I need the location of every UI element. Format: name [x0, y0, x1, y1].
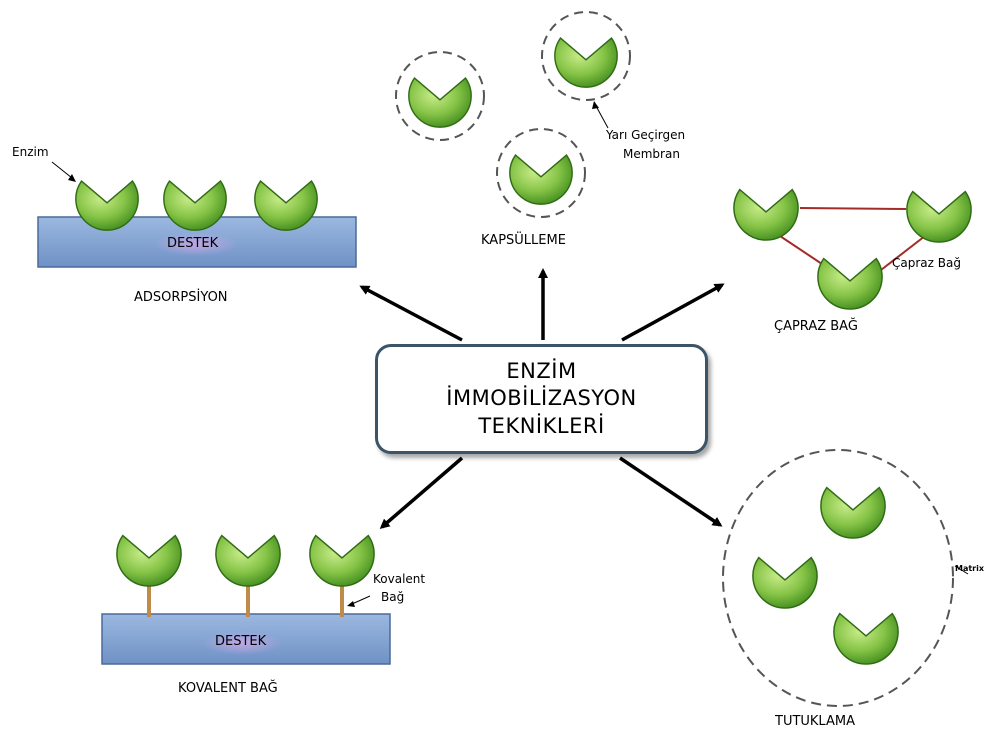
membrane-pointer-head	[592, 101, 599, 109]
crosslink-title: ÇAPRAZ BAĞ	[774, 319, 858, 334]
crosslink-bond-3	[880, 235, 926, 271]
enzyme-pointer-line	[51, 161, 73, 179]
covalent-enzyme-1	[116, 534, 182, 587]
entrapment-enzyme-3	[833, 612, 899, 665]
enzyme-label: Enzim	[12, 145, 49, 159]
encapsulation-title: KAPSÜLLEME	[481, 233, 566, 248]
enzyme-pointer-head	[68, 174, 76, 182]
arrow-to-adsorption	[359, 285, 463, 342]
entrapment-title: TUTUKLAMA	[775, 714, 855, 729]
arrow-to-entrapment	[619, 456, 723, 527]
capsule-enzyme-3	[509, 154, 573, 205]
capsule-enzyme-2	[554, 37, 618, 88]
crosslink-enzyme-2	[906, 190, 972, 243]
entrapment-enzyme-1	[820, 486, 886, 539]
covalent-support-glow	[202, 631, 282, 655]
arrows	[359, 268, 725, 529]
entrapment-group	[722, 449, 969, 707]
adsorption-support-glow	[154, 232, 238, 256]
membrane-pointer-line	[595, 105, 609, 129]
adsorption-support-label: DESTEK	[167, 236, 219, 251]
capsule-enzyme-1	[408, 77, 472, 128]
crosslink-enzyme-3	[817, 257, 883, 310]
membrane-label-line-2: Membran	[623, 147, 680, 161]
covalent-title: KOVALENT BAĞ	[178, 681, 278, 696]
capsule-membrane-3	[496, 128, 586, 218]
capsule-membrane-1	[395, 51, 485, 141]
adsorption-title: ADSORPSİYON	[134, 290, 228, 305]
covalent-bond-label-line-1: Kovalent	[373, 572, 426, 586]
crosslink-bond-1	[799, 207, 907, 210]
matrix-pointer-line	[954, 565, 969, 575]
covalent-enzyme-2	[215, 534, 281, 587]
central-title-line-1: ENZİM	[506, 359, 577, 384]
matrix-boundary	[722, 449, 954, 707]
capsule-membrane-2	[541, 11, 631, 101]
covalent-support-label: DESTEK	[215, 634, 267, 649]
membrane-label-line-1: Yarı Geçirgen	[606, 128, 686, 142]
crosslink-bond-2	[779, 235, 823, 265]
entrapment-enzyme-2	[752, 556, 818, 609]
covalent-bond-label-line-2: Bağ	[381, 590, 405, 604]
bond-pointer-head	[347, 601, 355, 607]
central-topic-box: ENZİM İMMOBİLİZASYON TEKNİKLERİ	[375, 344, 708, 454]
crosslink-enzyme-1	[733, 188, 799, 241]
arrow-to-covalent	[379, 456, 464, 529]
crosslink-bond-label: Çapraz Bağ	[892, 256, 961, 270]
covalent-group	[101, 534, 391, 665]
arrow-to-crosslink	[621, 283, 725, 342]
crosslink-group	[733, 188, 972, 310]
bond-pointer-line	[351, 595, 371, 605]
matrix-label: Matrix	[955, 564, 985, 573]
encapsulation-group	[395, 11, 631, 218]
central-title-line-3: TEKNİKLERİ	[478, 413, 605, 438]
central-title-line-2: İMMOBİLİZASYON	[446, 386, 637, 411]
covalent-enzyme-3	[309, 534, 375, 587]
adsorption-group	[37, 161, 357, 268]
